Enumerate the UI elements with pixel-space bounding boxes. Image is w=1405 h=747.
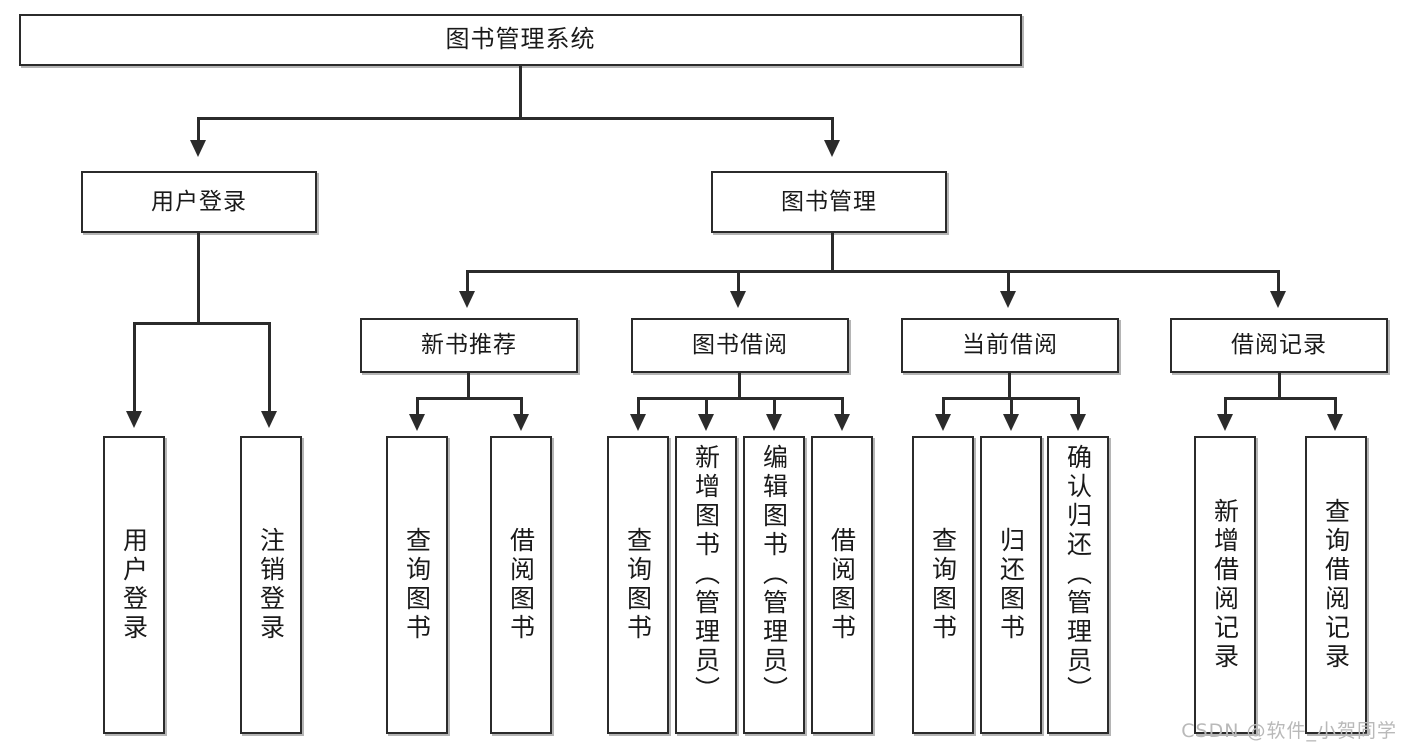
connector-borrow-stem (738, 373, 741, 400)
connector-record-stem (1278, 373, 1281, 400)
leaf-newbook-query-book[interactable]: 查询图书 (386, 436, 448, 734)
leaf-record-add-record[interactable]: 新增借阅记录 (1194, 436, 1256, 734)
connector-bookmgmt-to-n1 (466, 270, 469, 293)
leaf-borrow-add-book-admin[interactable]: 新增图书（管理员） (675, 436, 737, 734)
leaf-borrow-query-book[interactable]: 查询图书 (607, 436, 669, 734)
node-label: 新书推荐 (421, 332, 517, 359)
connector-current-to-leaf2 (1010, 397, 1013, 416)
leaf-current-query-book[interactable]: 查询图书 (912, 436, 974, 734)
node-label: 编辑图书（管理员） (759, 444, 789, 705)
arrowhead-current-return (1003, 414, 1019, 431)
connector-current-to-leaf1 (942, 397, 945, 416)
node-label: 借阅记录 (1231, 332, 1327, 359)
leaf-logout[interactable]: 注销登录 (240, 436, 302, 734)
connector-root-stem (519, 66, 522, 119)
arrowhead-borrow-lend (834, 414, 850, 431)
connector-login-stem (197, 233, 200, 325)
node-label: 查询借阅记录 (1321, 498, 1351, 672)
connector-newbook-bus (416, 397, 523, 400)
node-label: 借阅图书 (827, 527, 857, 643)
connector-newbook-to-leaf1 (416, 397, 419, 416)
arrowhead-borrow-query (630, 414, 646, 431)
leaf-current-return-book[interactable]: 归还图书 (980, 436, 1042, 734)
node-book-borrow[interactable]: 图书借阅 (631, 318, 849, 373)
connector-record-to-leaf1 (1224, 397, 1227, 416)
connector-bookmgmt-to-n4 (1277, 270, 1280, 293)
connector-newbook-to-leaf2 (520, 397, 523, 416)
connector-record-to-leaf2 (1334, 397, 1337, 416)
node-label: 图书管理 (781, 188, 877, 215)
leaf-newbook-borrow-book[interactable]: 借阅图书 (490, 436, 552, 734)
connector-borrow-to-leaf3 (773, 397, 776, 416)
arrowhead-record-add (1217, 414, 1233, 431)
arrowhead-book-borrow (730, 291, 746, 308)
connector-login-bus (133, 322, 270, 325)
node-label: 归还图书 (996, 527, 1026, 643)
connector-bookmgmt-to-n2 (737, 270, 740, 293)
node-label: 确认归还（管理员） (1063, 444, 1093, 705)
arrowhead-current-borrow (1000, 291, 1016, 308)
arrowhead-record-query (1327, 414, 1343, 431)
arrowhead-borrow-add (698, 414, 714, 431)
connector-borrow-bus (637, 397, 844, 400)
connector-root-bus (197, 117, 834, 120)
connector-borrow-to-leaf1 (637, 397, 640, 416)
node-label: 用户登录 (151, 188, 247, 215)
leaf-borrow-edit-book-admin[interactable]: 编辑图书（管理员） (743, 436, 805, 734)
arrowhead-borrow-record (1270, 291, 1286, 308)
connector-login-to-leaf2 (268, 322, 271, 413)
arrowhead-to-book-management (824, 140, 840, 157)
node-label: 查询图书 (623, 527, 653, 643)
node-user-login[interactable]: 用户登录 (81, 171, 317, 233)
leaf-user-login[interactable]: 用户登录 (103, 436, 165, 734)
arrowhead-current-query (935, 414, 951, 431)
connector-current-stem (1008, 373, 1011, 400)
node-label: 借阅图书 (506, 527, 536, 643)
arrowhead-leaf-user-login (126, 411, 142, 428)
arrowhead-to-user-login (190, 140, 206, 157)
arrowhead-leaf-logout (261, 411, 277, 428)
node-new-book-recommend[interactable]: 新书推荐 (360, 318, 578, 373)
arrowhead-current-confirm (1070, 414, 1086, 431)
connector-newbook-stem (467, 373, 470, 400)
connector-login-to-leaf1 (133, 322, 136, 413)
connector-root-to-login (197, 117, 200, 143)
arrowhead-newbook-borrow (513, 414, 529, 431)
node-label: 注销登录 (256, 527, 286, 643)
connector-bookmgmt-to-n3 (1007, 270, 1010, 293)
connector-root-to-bookmgmt (831, 117, 834, 143)
node-book-management[interactable]: 图书管理 (711, 171, 947, 233)
node-label: 用户登录 (119, 527, 149, 643)
node-label: 当前借阅 (962, 332, 1058, 359)
connector-bookmgmt-stem (831, 233, 834, 272)
arrowhead-new-book-recommend (459, 291, 475, 308)
connector-borrow-to-leaf4 (841, 397, 844, 416)
connector-record-bus (1224, 397, 1337, 400)
node-label: 查询图书 (402, 527, 432, 643)
node-label: 新增图书（管理员） (691, 444, 721, 705)
leaf-borrow-lend-book[interactable]: 借阅图书 (811, 436, 873, 734)
leaf-current-confirm-return-admin[interactable]: 确认归还（管理员） (1047, 436, 1109, 734)
arrowhead-newbook-query (409, 414, 425, 431)
node-label: 图书借阅 (692, 332, 788, 359)
node-label: 新增借阅记录 (1210, 498, 1240, 672)
node-label: 查询图书 (928, 527, 958, 643)
arrowhead-borrow-edit (766, 414, 782, 431)
connector-borrow-to-leaf2 (705, 397, 708, 416)
node-borrow-record[interactable]: 借阅记录 (1170, 318, 1388, 373)
connector-current-to-leaf3 (1077, 397, 1080, 416)
node-label: 图书管理系统 (445, 25, 596, 54)
leaf-record-query-record[interactable]: 查询借阅记录 (1305, 436, 1367, 734)
node-current-borrow[interactable]: 当前借阅 (901, 318, 1119, 373)
node-root-system[interactable]: 图书管理系统 (19, 14, 1022, 66)
connector-bookmgmt-bus (466, 270, 1280, 273)
